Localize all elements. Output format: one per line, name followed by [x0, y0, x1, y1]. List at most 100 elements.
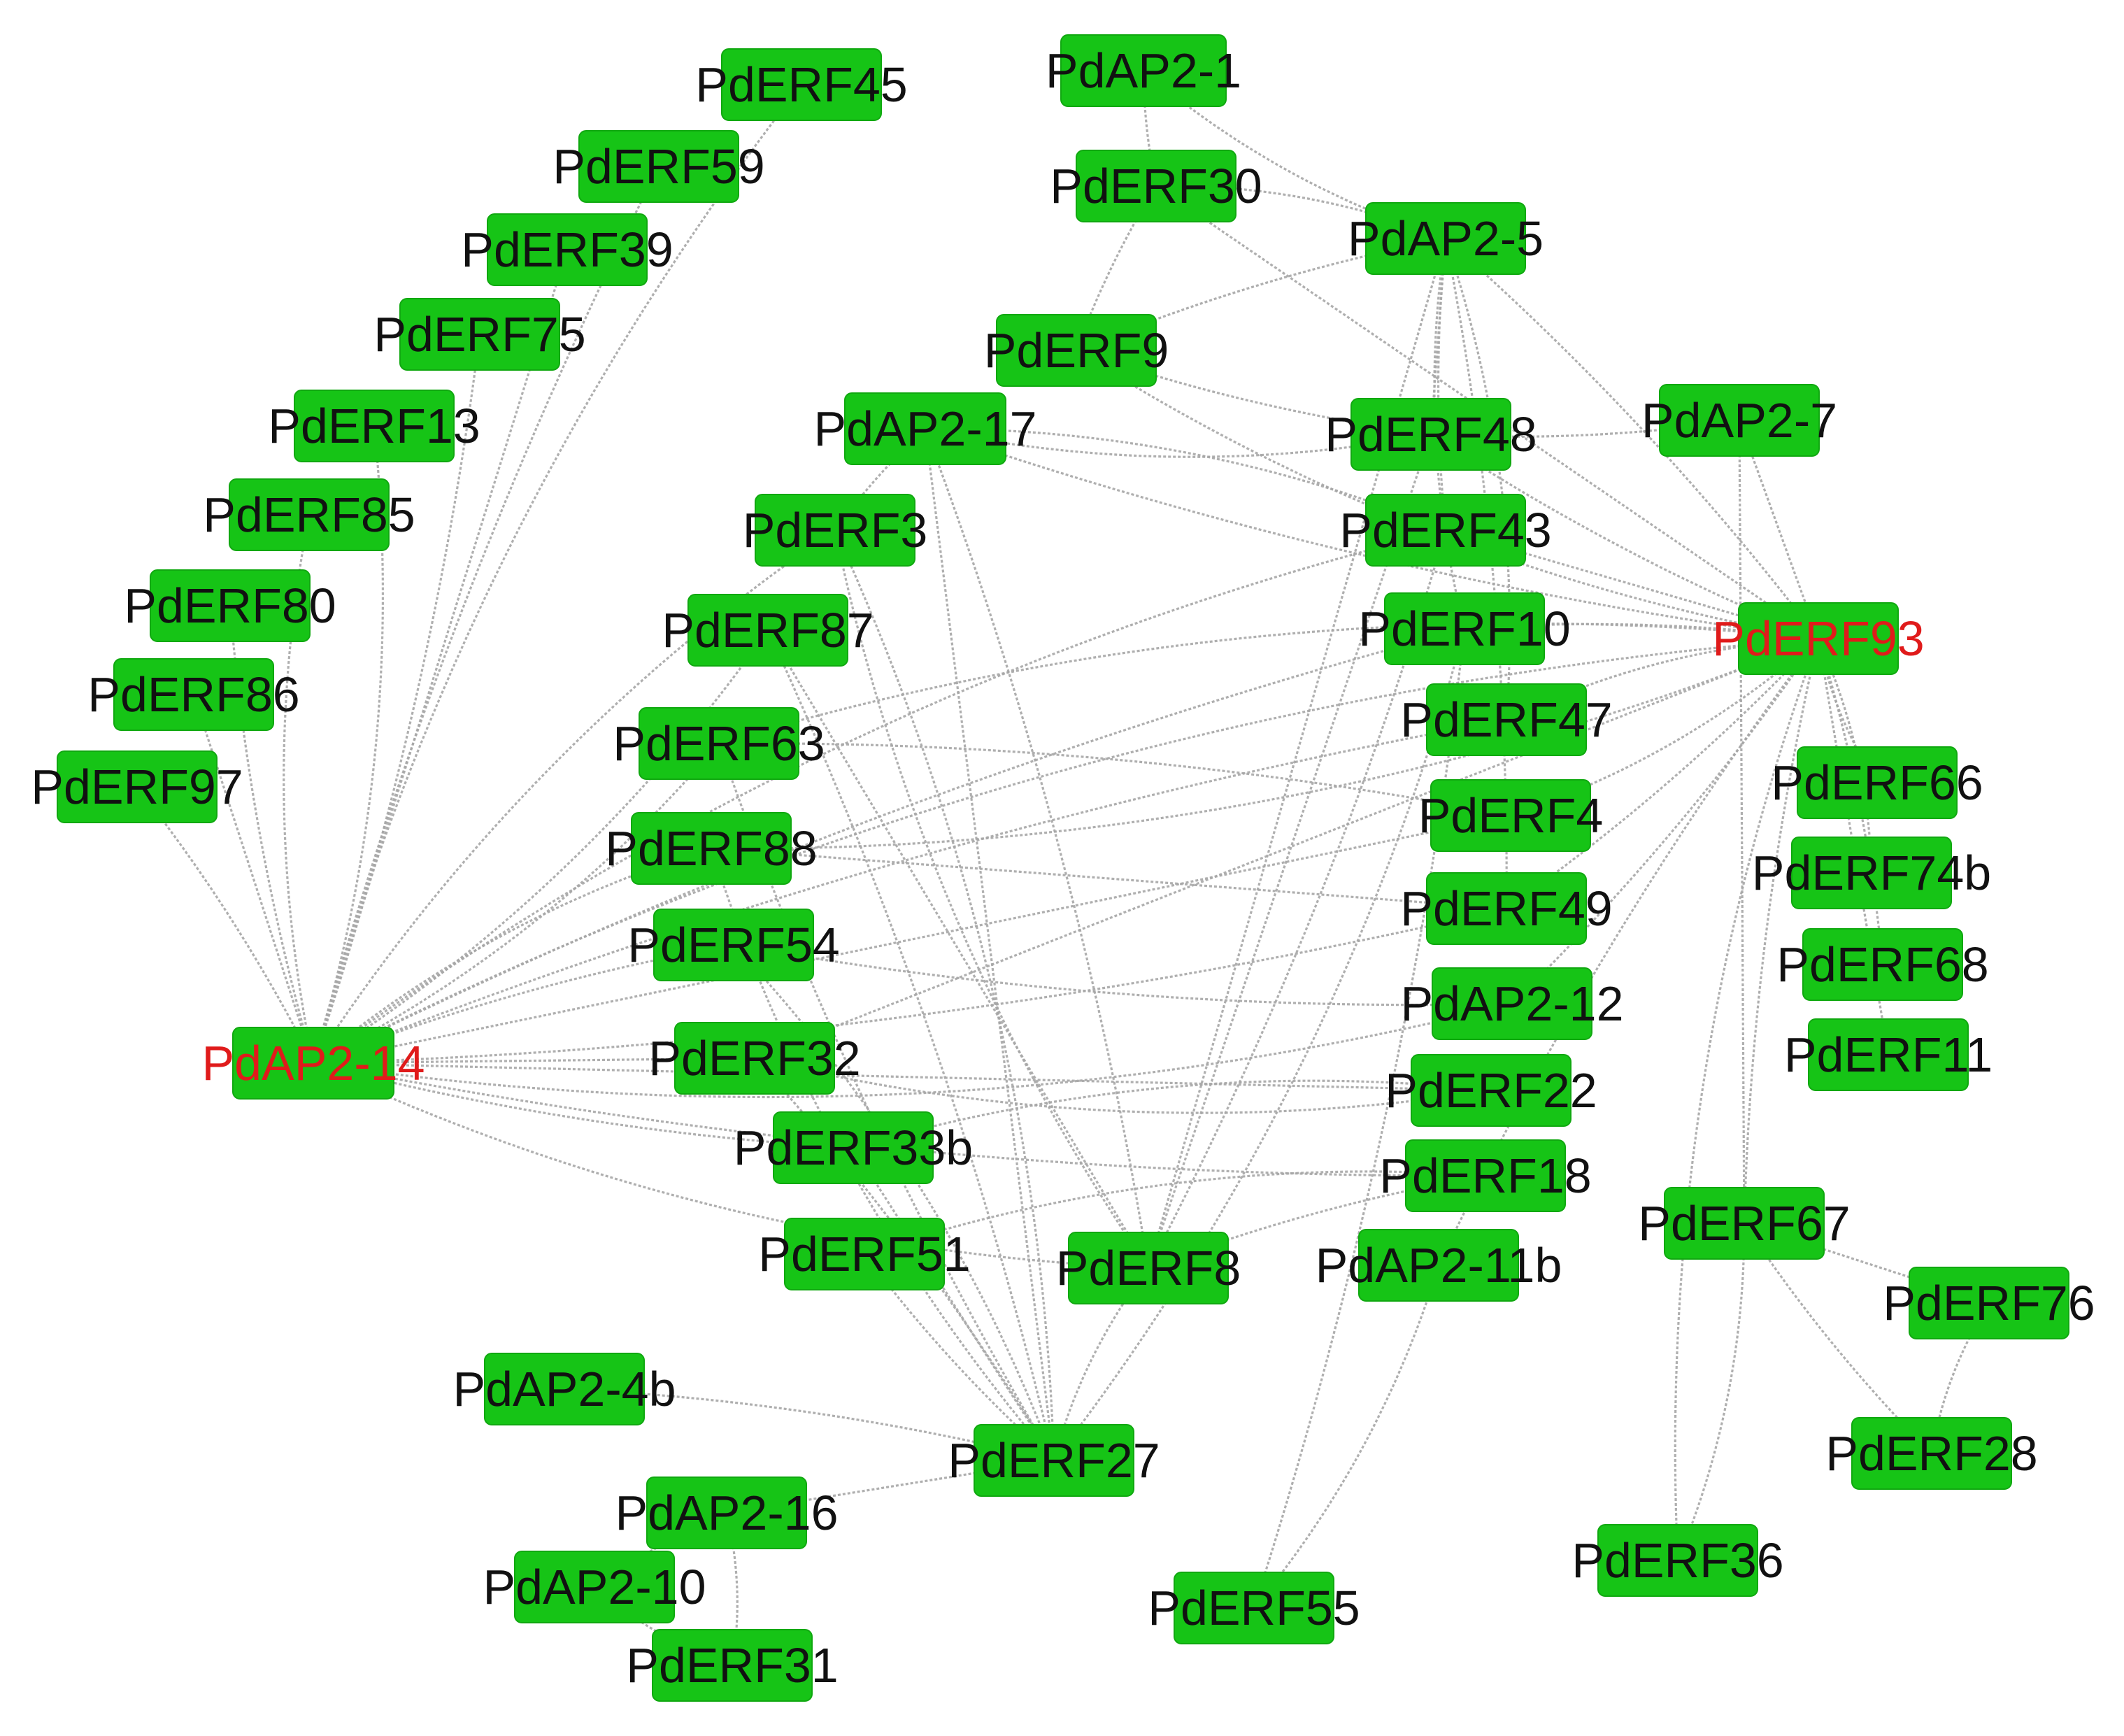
node-pderf28[interactable]: PdERF28 [1825, 1417, 2038, 1490]
node-label: PdAP2-17 [813, 401, 1036, 456]
node-box [1068, 1232, 1229, 1304]
edge-pderf63-pderf27 [718, 743, 1055, 1461]
node-pderf22[interactable]: PdERF22 [1385, 1054, 1597, 1127]
node-box [232, 1027, 394, 1100]
node-pderf10[interactable]: PdERF10 [1358, 592, 1571, 665]
edge-pderf93-pdap2-5 [1444, 237, 1820, 639]
edge-pdap2-14-pderf87 [313, 629, 769, 1065]
node-label: PdERF67 [1638, 1196, 1850, 1251]
node-label: PdAP2-4b [452, 1362, 676, 1416]
node-pdap2-5[interactable]: PdAP2-5 [1348, 202, 1544, 275]
node-box [150, 569, 311, 642]
node-pdap2-4b[interactable]: PdAP2-4b [452, 1353, 676, 1425]
node-pdap2-10[interactable]: PdAP2-10 [483, 1551, 706, 1623]
node-pderf88[interactable]: PdERF88 [605, 812, 818, 885]
node-pderf4[interactable]: PdERF4 [1418, 779, 1604, 852]
node-label: PdAP2-1 [1046, 43, 1241, 98]
node-pderf85[interactable]: PdERF85 [203, 478, 415, 551]
node-label: PdERF31 [626, 1638, 838, 1693]
node-pdap2-11b[interactable]: PdAP2-11b [1316, 1229, 1562, 1302]
node-label: PdERF10 [1358, 602, 1570, 656]
node-label: PdERF43 [1339, 503, 1551, 557]
edge-pderf9-pdap2-5 [1076, 237, 1446, 352]
node-label: PdERF85 [203, 488, 415, 542]
edge-pderf93-pderf67 [1743, 638, 1820, 1224]
node-box [578, 130, 739, 203]
node-pdap2-16[interactable]: PdAP2-16 [615, 1477, 839, 1549]
node-pderf13[interactable]: PdERF13 [268, 390, 480, 462]
node-label: PdAP2-5 [1348, 211, 1544, 266]
node-label: PdERF3 [743, 503, 928, 557]
node-pderf74b[interactable]: PdERF74b [1752, 837, 1991, 909]
node-pderf93[interactable]: PdERF93 [1712, 602, 1925, 675]
node-pderf54[interactable]: PdERF54 [627, 909, 840, 981]
node-pderf27[interactable]: PdERF27 [948, 1424, 1160, 1497]
node-pderf87[interactable]: PdERF87 [662, 594, 874, 667]
node-pdap2-7[interactable]: PdAP2-7 [1641, 384, 1837, 457]
node-pderf86[interactable]: PdERF86 [87, 658, 300, 731]
node-pderf51[interactable]: PdERF51 [758, 1218, 971, 1290]
edge-pderf48-pderf8 [1147, 434, 1432, 1269]
edge-pderf88-pderf49 [711, 847, 1507, 910]
node-pderf48[interactable]: PdERF48 [1325, 398, 1537, 471]
node-pderf67[interactable]: PdERF67 [1638, 1187, 1851, 1260]
node-pderf68[interactable]: PdERF68 [1776, 928, 1989, 1001]
node-box [1076, 150, 1236, 222]
node-label: PdERF80 [124, 578, 336, 633]
node-pderf49[interactable]: PdERF49 [1400, 872, 1613, 945]
node-label: PdERF54 [627, 918, 839, 972]
node-label: PdAP2-10 [483, 1560, 706, 1614]
node-pdap2-12[interactable]: PdAP2-12 [1400, 967, 1624, 1040]
node-pdap2-1[interactable]: PdAP2-1 [1046, 34, 1241, 107]
node-label: PdERF97 [31, 760, 243, 814]
edge-pdap2-7-pderf67 [1738, 420, 1746, 1224]
edge-layer [136, 69, 1990, 1667]
node-box [1405, 1139, 1566, 1212]
node-pderf11[interactable]: PdERF11 [1784, 1018, 1993, 1091]
node-pderf36[interactable]: PdERF36 [1571, 1524, 1784, 1597]
edge-pdap2-14-pderf88 [312, 847, 712, 1065]
edge-pdap2-14-pderf80 [229, 605, 315, 1064]
node-pdap2-14[interactable]: PdAP2-14 [201, 1027, 425, 1100]
node-pderf39[interactable]: PdERF39 [461, 213, 673, 286]
node-pderf9[interactable]: PdERF9 [984, 314, 1169, 387]
edge-pderf3-pderf8 [834, 529, 1150, 1269]
edge-pdap2-14-pderf63 [313, 742, 720, 1065]
node-box [1738, 602, 1899, 675]
node-pderf45[interactable]: PdERF45 [695, 48, 908, 121]
node-box [631, 812, 792, 885]
node-pderf76[interactable]: PdERF76 [1883, 1267, 2095, 1339]
node-label: PdERF9 [984, 323, 1169, 378]
node-pderf3[interactable]: PdERF3 [743, 494, 928, 567]
node-pderf32[interactable]: PdERF32 [648, 1022, 861, 1095]
node-box [653, 909, 814, 981]
node-label: PdERF28 [1825, 1426, 2037, 1481]
node-pderf97[interactable]: PdERF97 [31, 750, 243, 823]
edge-pderf10-pderf55 [1253, 628, 1466, 1609]
node-box [514, 1551, 675, 1623]
node-pdap2-17[interactable]: PdAP2-17 [813, 392, 1037, 465]
node-pderf31[interactable]: PdERF31 [626, 1629, 839, 1702]
node-box [399, 298, 560, 371]
node-pderf8[interactable]: PdERF8 [1056, 1232, 1241, 1304]
edge-pdap2-14-pderf45 [312, 84, 803, 1064]
edge-pderf43-pderf8 [1147, 529, 1447, 1269]
edge-pderf10-pderf27 [1053, 628, 1466, 1461]
node-pderf80[interactable]: PdERF80 [124, 569, 336, 642]
node-pderf66[interactable]: PdERF66 [1771, 746, 1983, 819]
node-pderf47[interactable]: PdERF47 [1400, 683, 1613, 756]
node-pderf43[interactable]: PdERF43 [1339, 494, 1552, 567]
node-pderf30[interactable]: PdERF30 [1050, 150, 1262, 222]
node-label: PdERF59 [553, 139, 764, 194]
node-pderf18[interactable]: PdERF18 [1379, 1139, 1592, 1212]
node-pderf75[interactable]: PdERF75 [373, 298, 586, 371]
edge-pderf33b-pderf27 [852, 1147, 1055, 1461]
node-pderf59[interactable]: PdERF59 [553, 130, 765, 203]
node-label: PdAP2-11b [1316, 1238, 1562, 1293]
node-pderf55[interactable]: PdERF55 [1148, 1572, 1360, 1644]
node-pderf33b[interactable]: PdERF33b [734, 1111, 973, 1184]
node-pderf63[interactable]: PdERF63 [613, 707, 825, 780]
node-box [294, 390, 455, 462]
node-label: PdERF39 [461, 222, 673, 277]
